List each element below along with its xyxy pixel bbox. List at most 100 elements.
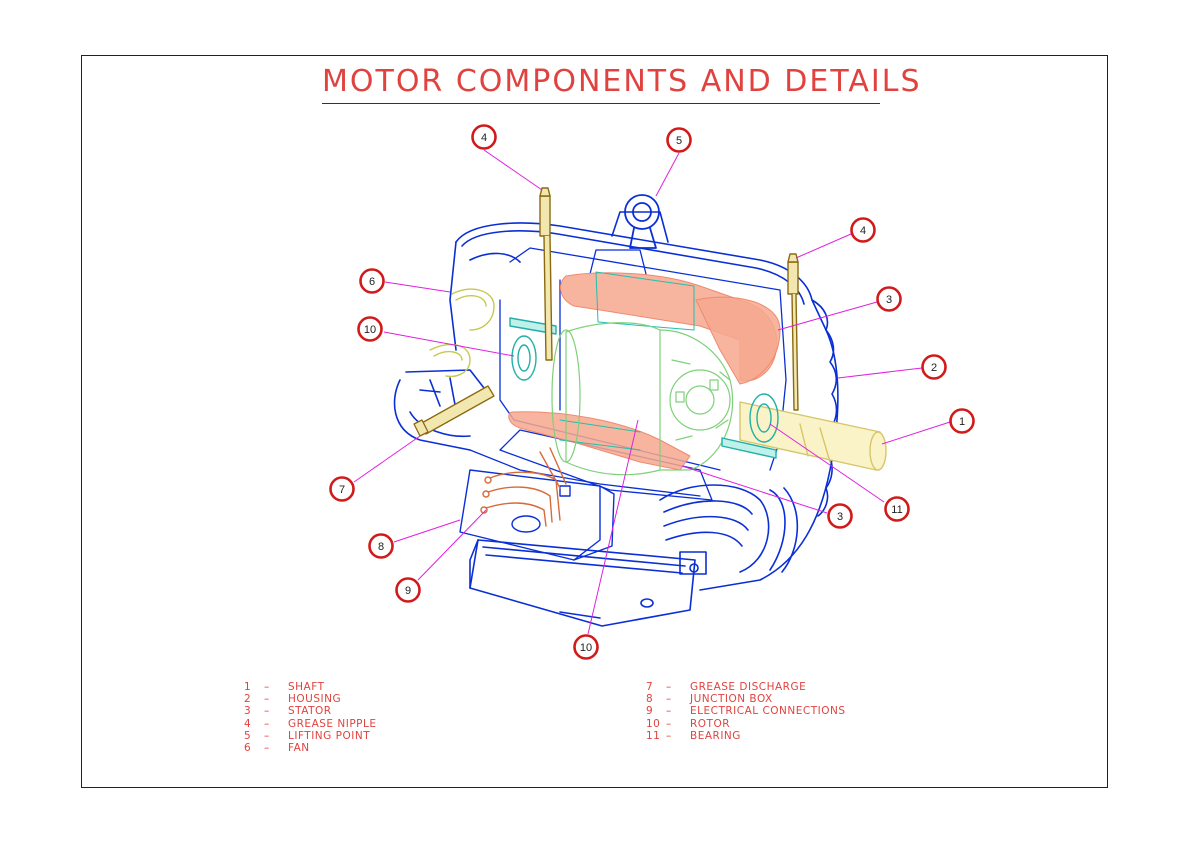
fan: [429, 288, 495, 378]
legend-row: 10– ROTOR: [646, 718, 846, 730]
callout-number: 3: [837, 511, 843, 523]
drawing-title: MOTOR COMPONENTS AND DETAILS: [322, 64, 922, 99]
legend-text: GREASE DISCHARGE: [690, 681, 807, 693]
legend-number: 10: [646, 717, 661, 730]
callout-number: 1: [959, 416, 965, 428]
legend-text: SHAFT: [288, 681, 325, 693]
leader-lines: [353, 149, 951, 635]
leader-1: [881, 421, 951, 445]
legend-text: ELECTRICAL CONNECTIONS: [690, 705, 846, 718]
callout-number: 4: [860, 225, 866, 237]
legend-dash: –: [666, 681, 672, 693]
shaft: [739, 401, 887, 471]
leader-9: [417, 509, 487, 581]
callout-c5: 5: [666, 127, 692, 153]
callout-circle: [359, 268, 385, 294]
leader-10b: [587, 419, 639, 635]
legend-text: STATOR: [288, 705, 332, 718]
callout-number: 7: [339, 484, 345, 496]
legend-row: 5–LIFTING POINT: [244, 730, 377, 742]
legend-row: 7– GREASE DISCHARGE: [646, 681, 846, 693]
callout-circle: [827, 503, 853, 529]
leader-2: [837, 367, 923, 379]
legend-dash: –: [264, 705, 270, 718]
legend-text: BEARING: [690, 729, 741, 742]
legend-number: 2: [244, 693, 252, 706]
callout-number: 8: [378, 541, 384, 553]
callout-c3b: 3: [827, 503, 853, 529]
grease-discharge: [413, 385, 495, 437]
callout-c1: 1: [949, 408, 975, 434]
legend-number: 6: [244, 742, 252, 755]
callout-number: 11: [891, 504, 902, 516]
stator-core: [559, 271, 695, 451]
leader-5: [655, 152, 680, 197]
legend-text: ROTOR: [690, 717, 731, 730]
callout-circle: [573, 634, 599, 660]
callout-number: 3: [886, 294, 892, 306]
legend-text: GREASE NIPPLE: [288, 717, 377, 730]
legend-row: 6–FAN: [244, 742, 377, 754]
legend-row: 1–SHAFT: [244, 681, 377, 693]
legend-text: HOUSING: [288, 693, 342, 706]
legend-row: 2– HOUSING: [244, 693, 377, 705]
legend-text: FAN: [288, 742, 310, 755]
leader-4a: [483, 149, 543, 191]
bearings: [509, 317, 779, 459]
legend-number: 7: [646, 681, 654, 693]
legend-dash: –: [666, 729, 672, 742]
callout-number: 5: [676, 135, 682, 147]
legend-dash: –: [666, 705, 672, 718]
legend-dash: –: [264, 729, 270, 742]
motor-illustration: [393, 187, 887, 627]
lifting-eye: [624, 194, 660, 249]
legend-number: 4: [244, 717, 252, 730]
legend-dash: –: [666, 717, 672, 730]
callout-circle: [395, 577, 421, 603]
callout-c4b: 4: [850, 217, 876, 243]
legend-row: 9–ELECTRICAL CONNECTIONS: [646, 705, 846, 717]
legend-row: 8–JUNCTION BOX: [646, 693, 846, 705]
callout-circle: [357, 316, 383, 342]
leader-7: [353, 435, 421, 483]
callout-circle: [921, 354, 947, 380]
title-underline: [322, 103, 880, 104]
callout-c10a: 10: [357, 316, 383, 342]
callout-circle: [884, 496, 910, 522]
legend-dash: –: [264, 693, 270, 706]
callout-c4a: 4: [471, 124, 497, 150]
callout-c3a: 3: [876, 286, 902, 312]
legend-text: LIFTING POINT: [288, 729, 371, 742]
drawing-border: [81, 55, 1108, 788]
callout-c6: 6: [359, 268, 385, 294]
leader-4b: [795, 233, 852, 259]
base-foot: [469, 539, 696, 627]
electrical-connections: [480, 447, 567, 527]
legend-number: 11: [646, 729, 661, 742]
callout-circle: [368, 533, 394, 559]
legend-row: 11– BEARING: [646, 730, 846, 742]
legend-dash: –: [264, 717, 270, 730]
legend-row: 3– STATOR: [244, 705, 377, 717]
legend-number: 1: [244, 681, 252, 693]
leader-11: [769, 423, 885, 503]
callout-c8: 8: [368, 533, 394, 559]
callout-c7: 7: [329, 476, 355, 502]
legend-number: 3: [244, 705, 252, 718]
callout-circle: [329, 476, 355, 502]
grease-nipples: [539, 187, 799, 411]
callout-circle: [471, 124, 497, 150]
callout-number: 10: [580, 642, 592, 654]
leader-8: [393, 519, 461, 543]
legend-text: JUNCTION BOX: [690, 693, 773, 706]
legend-number: 8: [646, 693, 654, 706]
leader-3a: [777, 301, 878, 331]
leader-6: [384, 281, 451, 293]
callout-number: 4: [481, 132, 487, 144]
legend-row: 4– GREASE NIPPLE: [244, 718, 377, 730]
callout-c2: 2: [921, 354, 947, 380]
